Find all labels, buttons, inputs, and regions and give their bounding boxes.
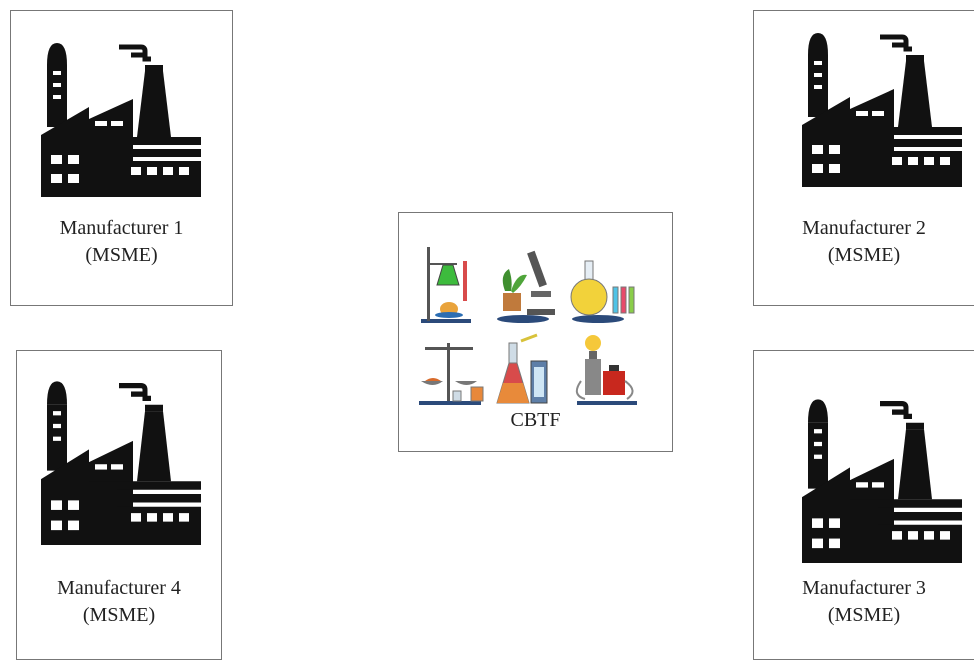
manufacturer-3-node: Manufacturer 3 (MSME) (753, 350, 974, 660)
factory-icon (802, 393, 962, 563)
factory-icon (41, 37, 201, 197)
manufacturer-name: Manufacturer 3 (802, 577, 926, 599)
cbtf-node: CBTF (398, 212, 673, 452)
manufacturer-2-node: Manufacturer 2 (MSME) (753, 10, 974, 306)
manufacturer-2-label: Manufacturer 2 (MSME) (754, 215, 974, 269)
manufacturer-4-node: Manufacturer 4 (MSME) (16, 350, 222, 660)
manufacturer-1-label: Manufacturer 1 (MSME) (11, 215, 232, 269)
manufacturer-name: Manufacturer 2 (802, 217, 926, 239)
factory-icon (802, 27, 962, 187)
manufacturer-type: (MSME) (827, 604, 901, 626)
manufacturer-name: Manufacturer 1 (59, 217, 184, 239)
manufacturer-type: (MSME) (82, 604, 156, 626)
manufacturer-type: (MSME) (827, 244, 901, 266)
laboratory-equipment-icon (419, 247, 637, 405)
manufacturer-name: Manufacturer 4 (57, 577, 181, 599)
factory-icon (41, 375, 201, 545)
cbtf-label: CBTF (510, 409, 561, 431)
manufacturer-4-label: Manufacturer 4 (MSME) (17, 575, 221, 629)
manufacturer-3-label: Manufacturer 3 (MSME) (754, 575, 974, 629)
manufacturer-1-node: Manufacturer 1 (MSME) (10, 10, 233, 306)
manufacturer-type: (MSME) (85, 244, 158, 266)
